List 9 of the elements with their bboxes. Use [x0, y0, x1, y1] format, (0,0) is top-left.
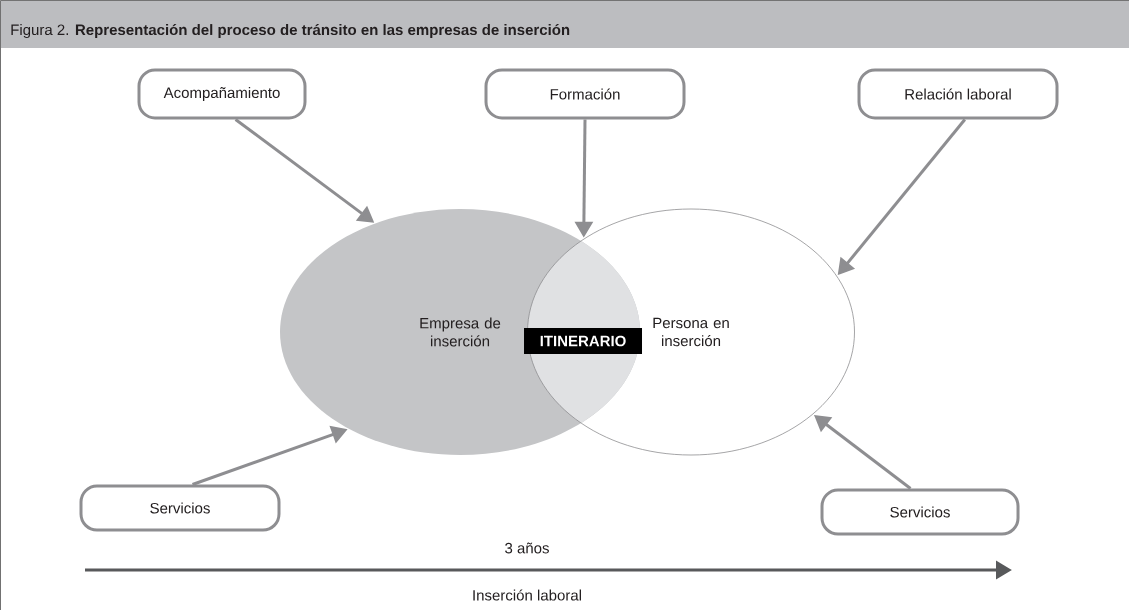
- rounded-box: Acompañamiento: [137, 68, 307, 120]
- label-box: ITINERARIO: [524, 328, 642, 354]
- axis-label: Inserción laboral: [473, 589, 581, 601]
- rounded-box: Servicios: [820, 488, 1020, 536]
- rounded-box: Relación laboral: [857, 68, 1059, 120]
- rounded-box: Formación: [484, 68, 686, 120]
- axis-label: 3 años: [505, 542, 549, 554]
- figure-title: Figura 2. Representación del proceso de tránsito en las empresas de inserción: [11, 23, 570, 39]
- rounded-box: Servicios: [79, 484, 281, 532]
